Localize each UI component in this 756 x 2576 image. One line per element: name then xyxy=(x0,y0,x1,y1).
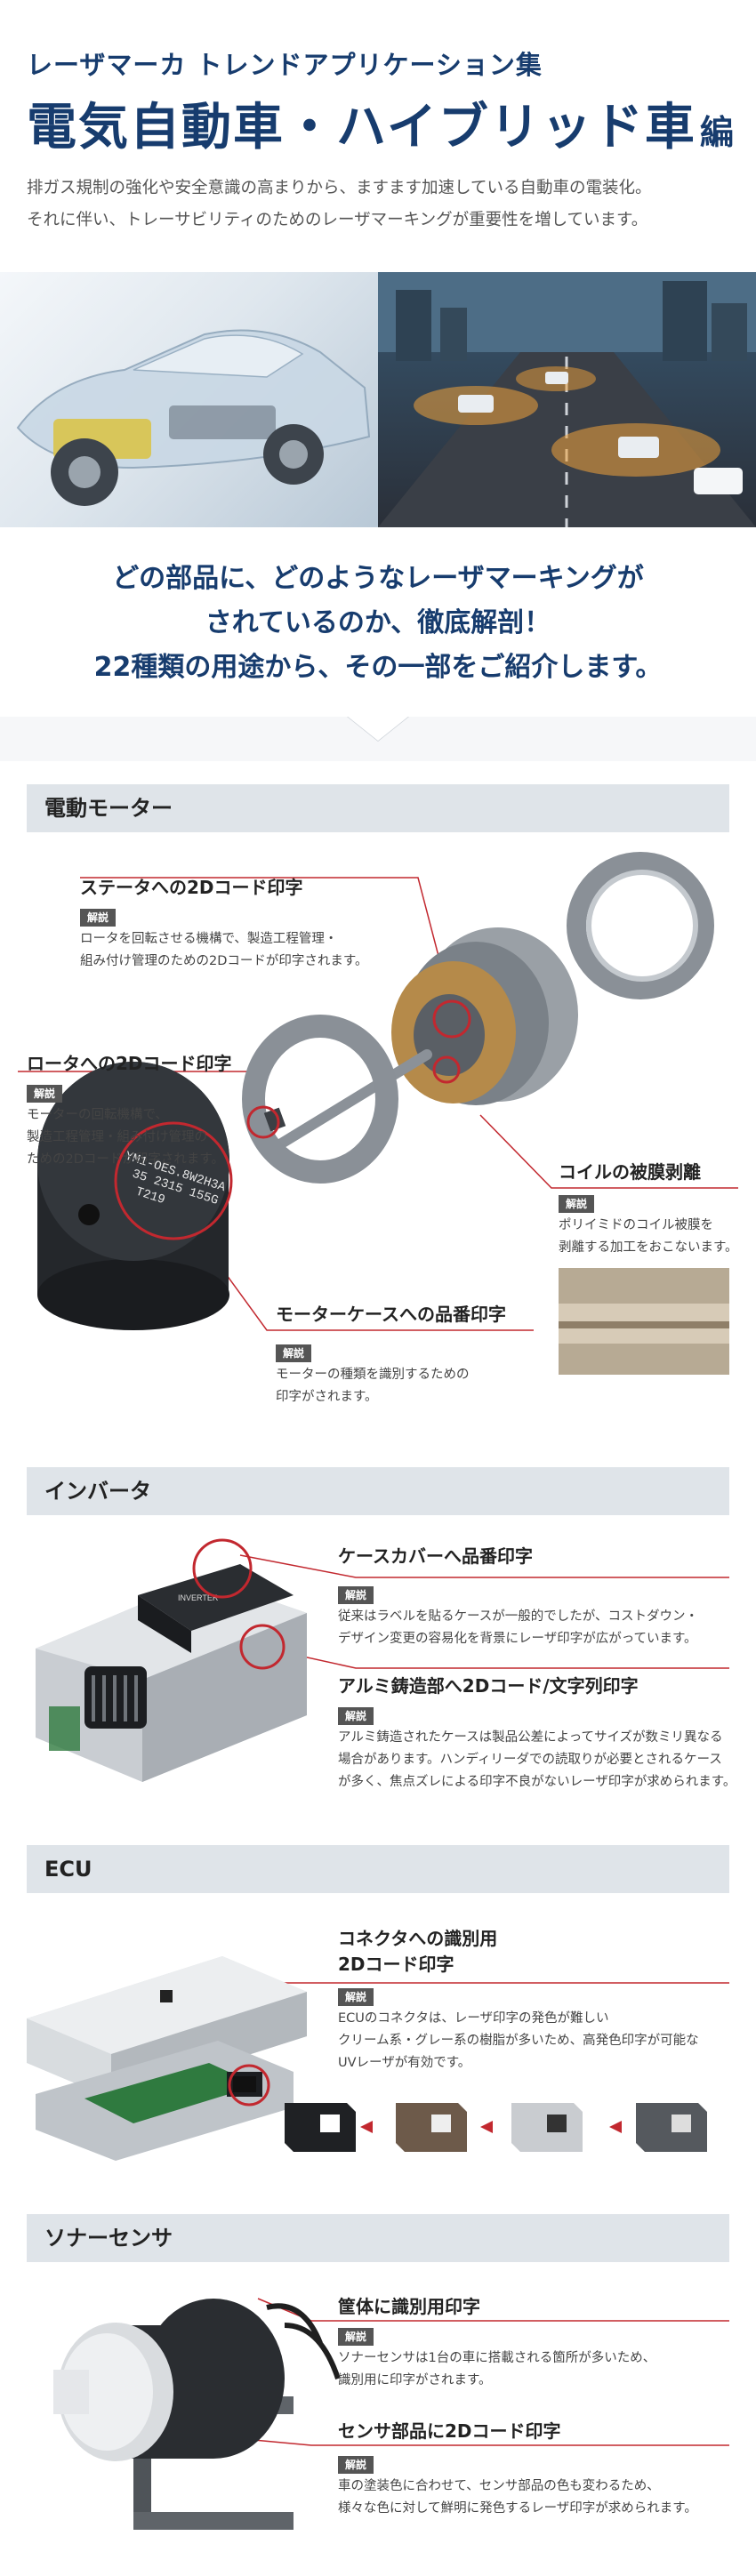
explanation-badge: 解説 xyxy=(338,1586,374,1604)
callout-title-stator-2d-code: ステータへの2Dコード印字 xyxy=(80,877,303,898)
callout-body-cover-part-number: 従来はラベルを貼るケースが一般的でしたが、コストダウン・ デザイン変更の容易化を… xyxy=(338,1609,698,1646)
explanation-badge: 解説 xyxy=(338,2328,374,2346)
callout-body-case-part-number: モーターの種類を識別するための 印字がされます。 xyxy=(276,1368,470,1404)
xray-car-illustration xyxy=(16,329,371,506)
lead-line: 22種類の用途から、その一部をご紹介します。 xyxy=(93,652,663,683)
intro-line: それに伴い、トレーサビリティのためのレーザマーキングが重要性を増しています。 xyxy=(27,211,648,229)
hero-image-xray-car xyxy=(0,272,378,527)
callout-body-coil-stripping: ポリイミドのコイル被膜を 剥離する加工をおこないます。 xyxy=(559,1218,738,1255)
sonar-sensor-illustration xyxy=(53,2298,729,2530)
explanation-badge: 解説 xyxy=(338,1988,374,2006)
section-title-motor: 電動モーター xyxy=(27,784,729,832)
callout-title-housing-marking: 筐体に識別用印字 xyxy=(338,2296,480,2317)
callout-title-cover-part-number: ケースカバーへ品番印字 xyxy=(338,1545,533,1567)
explanation-badge: 解説 xyxy=(559,1195,595,1213)
intro-line: 排ガス規制の強化や安全意識の高まりから、ますます加速している自動車の電装化。 xyxy=(27,179,652,197)
notch-divider xyxy=(0,717,756,761)
explanation-badge: 解説 xyxy=(80,909,117,927)
lead-text: どの部品に、どのようなレーザマーキングが されているのか、徹底解剖！ 22種類の… xyxy=(0,557,756,690)
callout-title-rotor-2d-code: ロータへの2Dコード印字 xyxy=(27,1053,232,1074)
page-title-main: 電気自動車・ハイブリッド車 xyxy=(27,99,696,156)
explanation-badge: 解説 xyxy=(338,2456,374,2474)
explanation-badge: 解説 xyxy=(276,1344,312,1362)
lead-line: どの部品に、どのようなレーザマーキングが xyxy=(112,563,644,594)
section-title-sonar-sensor: ソナーセンサ xyxy=(27,2214,729,2262)
motor-exploded-illustration: YM1-OES.8W2H3A 35 2315 155G T219 xyxy=(18,852,738,1375)
callout-title-aluminum-casting-marking: アルミ鋳造部へ2Dコード/文字列印字 xyxy=(338,1675,639,1697)
page-title: 電気自動車・ハイブリッド車編 xyxy=(27,87,736,159)
callout-title-case-part-number: モーターケースへの品番印字 xyxy=(276,1304,506,1325)
lead-line: されているのか、徹底解剖！ xyxy=(205,607,551,638)
page-title-suffix: 編 xyxy=(699,113,736,152)
series-kicker: レーザマーカ トレンドアプリケーション集 xyxy=(27,50,543,80)
callout-title-connector-2d-code: コネクタへの識別用 2Dコード印字 xyxy=(338,1928,498,1975)
callout-body-sensor-2d-code: 車の塗装色に合わせて、センサ部品の色も変わるため、 様々な色に対して鮮明に発色す… xyxy=(338,2479,697,2516)
section-title-inverter: インバータ xyxy=(27,1467,729,1515)
callout-body-connector-2d-code: ECUのコネクタは、レーザ印字の発色が難しい クリーム系・グレー系の樹脂が多いた… xyxy=(338,2011,699,2070)
callout-body-housing-marking: ソナーセンサは1台の車に搭載される箇所が多いため、 識別用に印字がされます。 xyxy=(338,2351,656,2387)
callout-title-coil-stripping: コイルの被膜剥離 xyxy=(559,1161,701,1183)
intro-text: 排ガス規制の強化や安全意識の高まりから、ますます加速している自動車の電装化。 そ… xyxy=(27,173,738,237)
inverter-illustration: INVERTER xyxy=(36,1538,729,1782)
callout-title-sensor-2d-code: センサ部品に2Dコード印字 xyxy=(338,2420,561,2442)
hero-image-connected-road xyxy=(378,272,756,527)
explanation-badge: 解説 xyxy=(27,1085,63,1103)
connected-road-illustration xyxy=(378,272,756,527)
explanation-badge: 解説 xyxy=(338,1707,374,1725)
callout-body-stator-2d-code: ロータを回転させる機構で、製造工程管理・ 組み付け管理のための2Dコードが印字さ… xyxy=(80,932,368,968)
cover-marking-text: INVERTER xyxy=(178,1593,219,1602)
ecu-illustration xyxy=(27,1956,729,2161)
section-title-ecu: ECU xyxy=(27,1845,729,1893)
callout-body-aluminum-casting-marking: アルミ鋳造されたケースは製品公差によってサイズが数ミリ異なる 場合があります。ハ… xyxy=(338,1730,736,1789)
connector-sample-row xyxy=(285,2103,707,2152)
callout-body-rotor-2d-code: モーターの回転機構で、 製造工程管理・組み付け管理の ための2Dコードが印字され… xyxy=(27,1108,224,1167)
